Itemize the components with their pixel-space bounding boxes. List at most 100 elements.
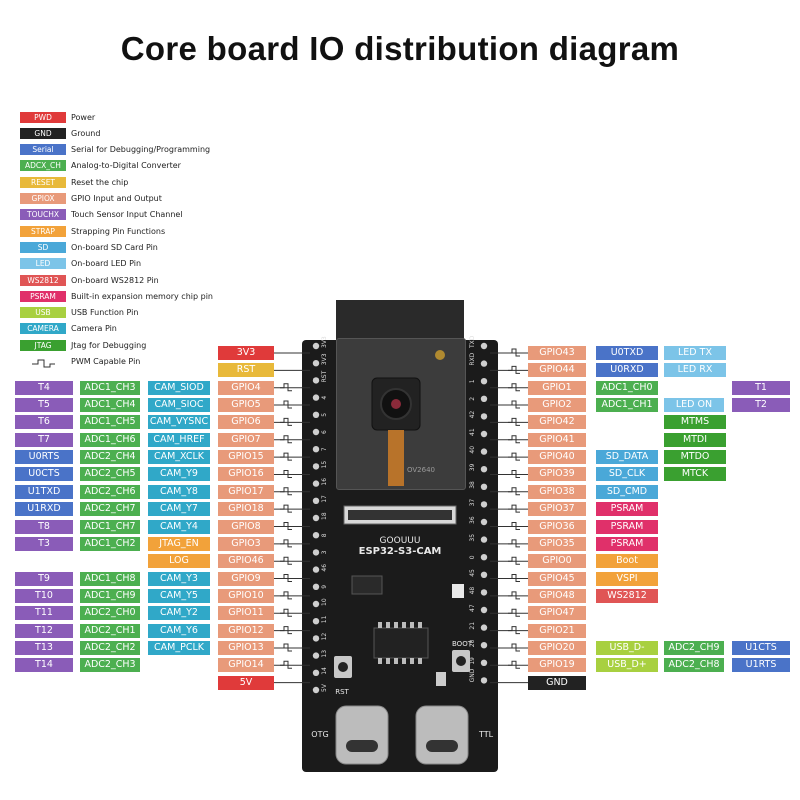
chip-pin xyxy=(386,622,390,628)
function-tag-t10: T10 xyxy=(15,588,73,603)
header-pin-label: 37 xyxy=(469,499,476,507)
pwm-wave-icon xyxy=(508,487,520,496)
usb-uart-chip xyxy=(373,627,429,659)
function-tag-t2: T2 xyxy=(732,398,790,413)
camera-lens-center xyxy=(391,399,401,409)
pwm-wave-icon xyxy=(280,643,292,652)
pwm-wave-icon xyxy=(508,504,520,513)
header-pin-right xyxy=(480,642,488,649)
header-pin-label: 3V3 xyxy=(321,336,328,348)
pwm-wave-icon xyxy=(508,539,520,548)
camera-label: OV2640 xyxy=(407,466,435,474)
function-tag-adc2-ch3: ADC2_CH3 xyxy=(80,658,140,673)
header-pin-right xyxy=(480,624,488,631)
function-tag-adc1-ch6: ADC1_CH6 xyxy=(80,432,140,447)
pin-tag-gpio6: GPIO6 xyxy=(218,415,274,430)
header-pin-right xyxy=(480,448,488,455)
function-tag-boot: Boot xyxy=(596,554,658,569)
header-pin-label: 39 xyxy=(469,463,476,471)
pin-tag-gpio44: GPIO44 xyxy=(528,363,586,378)
header-pin-label: 10 xyxy=(321,598,328,606)
legend-text: On-board WS2812 Pin xyxy=(71,275,159,285)
pin-tag-3v3: 3V3 xyxy=(218,346,274,360)
legend-text: Jtag for Debugging xyxy=(71,340,147,350)
pwm-wave-icon xyxy=(280,417,292,426)
pin-tag-gpio45: GPIO45 xyxy=(528,571,586,586)
chip-pin xyxy=(386,658,390,664)
pin-tag-gpio46: GPIO46 xyxy=(218,554,274,569)
antenna-connector xyxy=(435,350,445,360)
pwm-wave-icon xyxy=(20,356,66,368)
legend-tag: GPIOX xyxy=(20,193,66,204)
pin-tag-gpio17: GPIO17 xyxy=(218,484,274,499)
pwm-wave-icon xyxy=(280,660,292,669)
function-tag-cam-y5: CAM_Y5 xyxy=(148,588,210,603)
pin-tag-gpio0: GPIO0 xyxy=(528,554,586,569)
pin-tag-gpio9: GPIO9 xyxy=(218,571,274,586)
function-tag-cam-pclk: CAM_PCLK xyxy=(148,640,210,655)
header-pin-label: 6 xyxy=(321,430,328,434)
header-pin-left xyxy=(312,497,320,504)
chip-pin xyxy=(410,658,414,664)
boot-button-cap xyxy=(456,656,466,666)
pwm-wave-icon xyxy=(508,383,520,392)
header-pin-left xyxy=(312,618,320,625)
camera-ribbon-cable xyxy=(388,430,404,486)
pwm-wave-icon xyxy=(508,643,520,652)
pin-tag-gpio13: GPIO13 xyxy=(218,640,274,655)
function-tag-ws2812: WS2812 xyxy=(596,588,658,603)
pwm-wave-icon xyxy=(508,400,520,409)
legend-text: PWM Capable Pin xyxy=(71,357,141,366)
boot-button-label: BOOT xyxy=(452,640,472,648)
pin-tag-gpio19: GPIO19 xyxy=(528,658,586,673)
pin-tag-gpio47: GPIO47 xyxy=(528,606,586,621)
header-pin-left xyxy=(312,549,320,556)
header-pin-right xyxy=(480,518,488,526)
header-pin-label: 36 xyxy=(469,516,476,524)
function-tag-u0cts: U0CTS xyxy=(15,467,73,482)
function-tag-cam-href: CAM_HREF xyxy=(148,432,210,447)
pwm-wave-icon xyxy=(280,574,292,583)
header-pin-label: 46 xyxy=(321,564,328,572)
usb-c-otg-port xyxy=(335,705,389,765)
pin-tag-gpio14: GPIO14 xyxy=(218,658,274,673)
pin-tag-gpio18: GPIO18 xyxy=(218,502,274,517)
pin-tag-gpio3: GPIO3 xyxy=(218,536,274,551)
header-pin-left xyxy=(312,463,320,470)
header-pin-label: RST xyxy=(321,370,328,382)
pwm-wave-icon xyxy=(508,626,520,635)
function-tag-u1cts: U1CTS xyxy=(732,640,790,655)
header-pin-label: 5 xyxy=(321,413,328,417)
pin-tag-gpio37: GPIO37 xyxy=(528,502,586,517)
function-tag-led-tx: LED TX xyxy=(664,346,726,360)
header-pin-right xyxy=(480,571,488,578)
header-pin-right xyxy=(480,378,488,385)
function-tag-sd-clk: SD_CLK xyxy=(596,467,658,482)
function-tag-cam-y7: CAM_Y7 xyxy=(148,502,210,517)
function-tag-mtdo: MTDO xyxy=(664,450,726,465)
header-pin-left xyxy=(312,635,320,642)
header-pin-label: 13 xyxy=(321,650,328,658)
header-pin-label: 7 xyxy=(321,447,328,451)
header-pin-left xyxy=(312,394,320,401)
pwm-wave-icon xyxy=(280,539,292,548)
ic-chip xyxy=(351,575,383,595)
pwm-wave-icon xyxy=(508,452,520,461)
legend-tag: PWD xyxy=(20,111,66,123)
function-tag-t6: T6 xyxy=(15,415,73,430)
usb-c-ttl-opening xyxy=(426,740,458,752)
header-pin-right xyxy=(480,677,488,684)
pwm-wave-icon xyxy=(280,608,292,617)
function-tag-u0txd: U0TXD xyxy=(596,346,658,360)
header-pin-label: 45 xyxy=(469,569,476,577)
header-pin-right xyxy=(480,430,488,438)
header-pin-label: 48 xyxy=(469,587,476,595)
header-pin-label: 35 xyxy=(469,534,476,542)
usb-c-otg-opening xyxy=(346,740,378,752)
